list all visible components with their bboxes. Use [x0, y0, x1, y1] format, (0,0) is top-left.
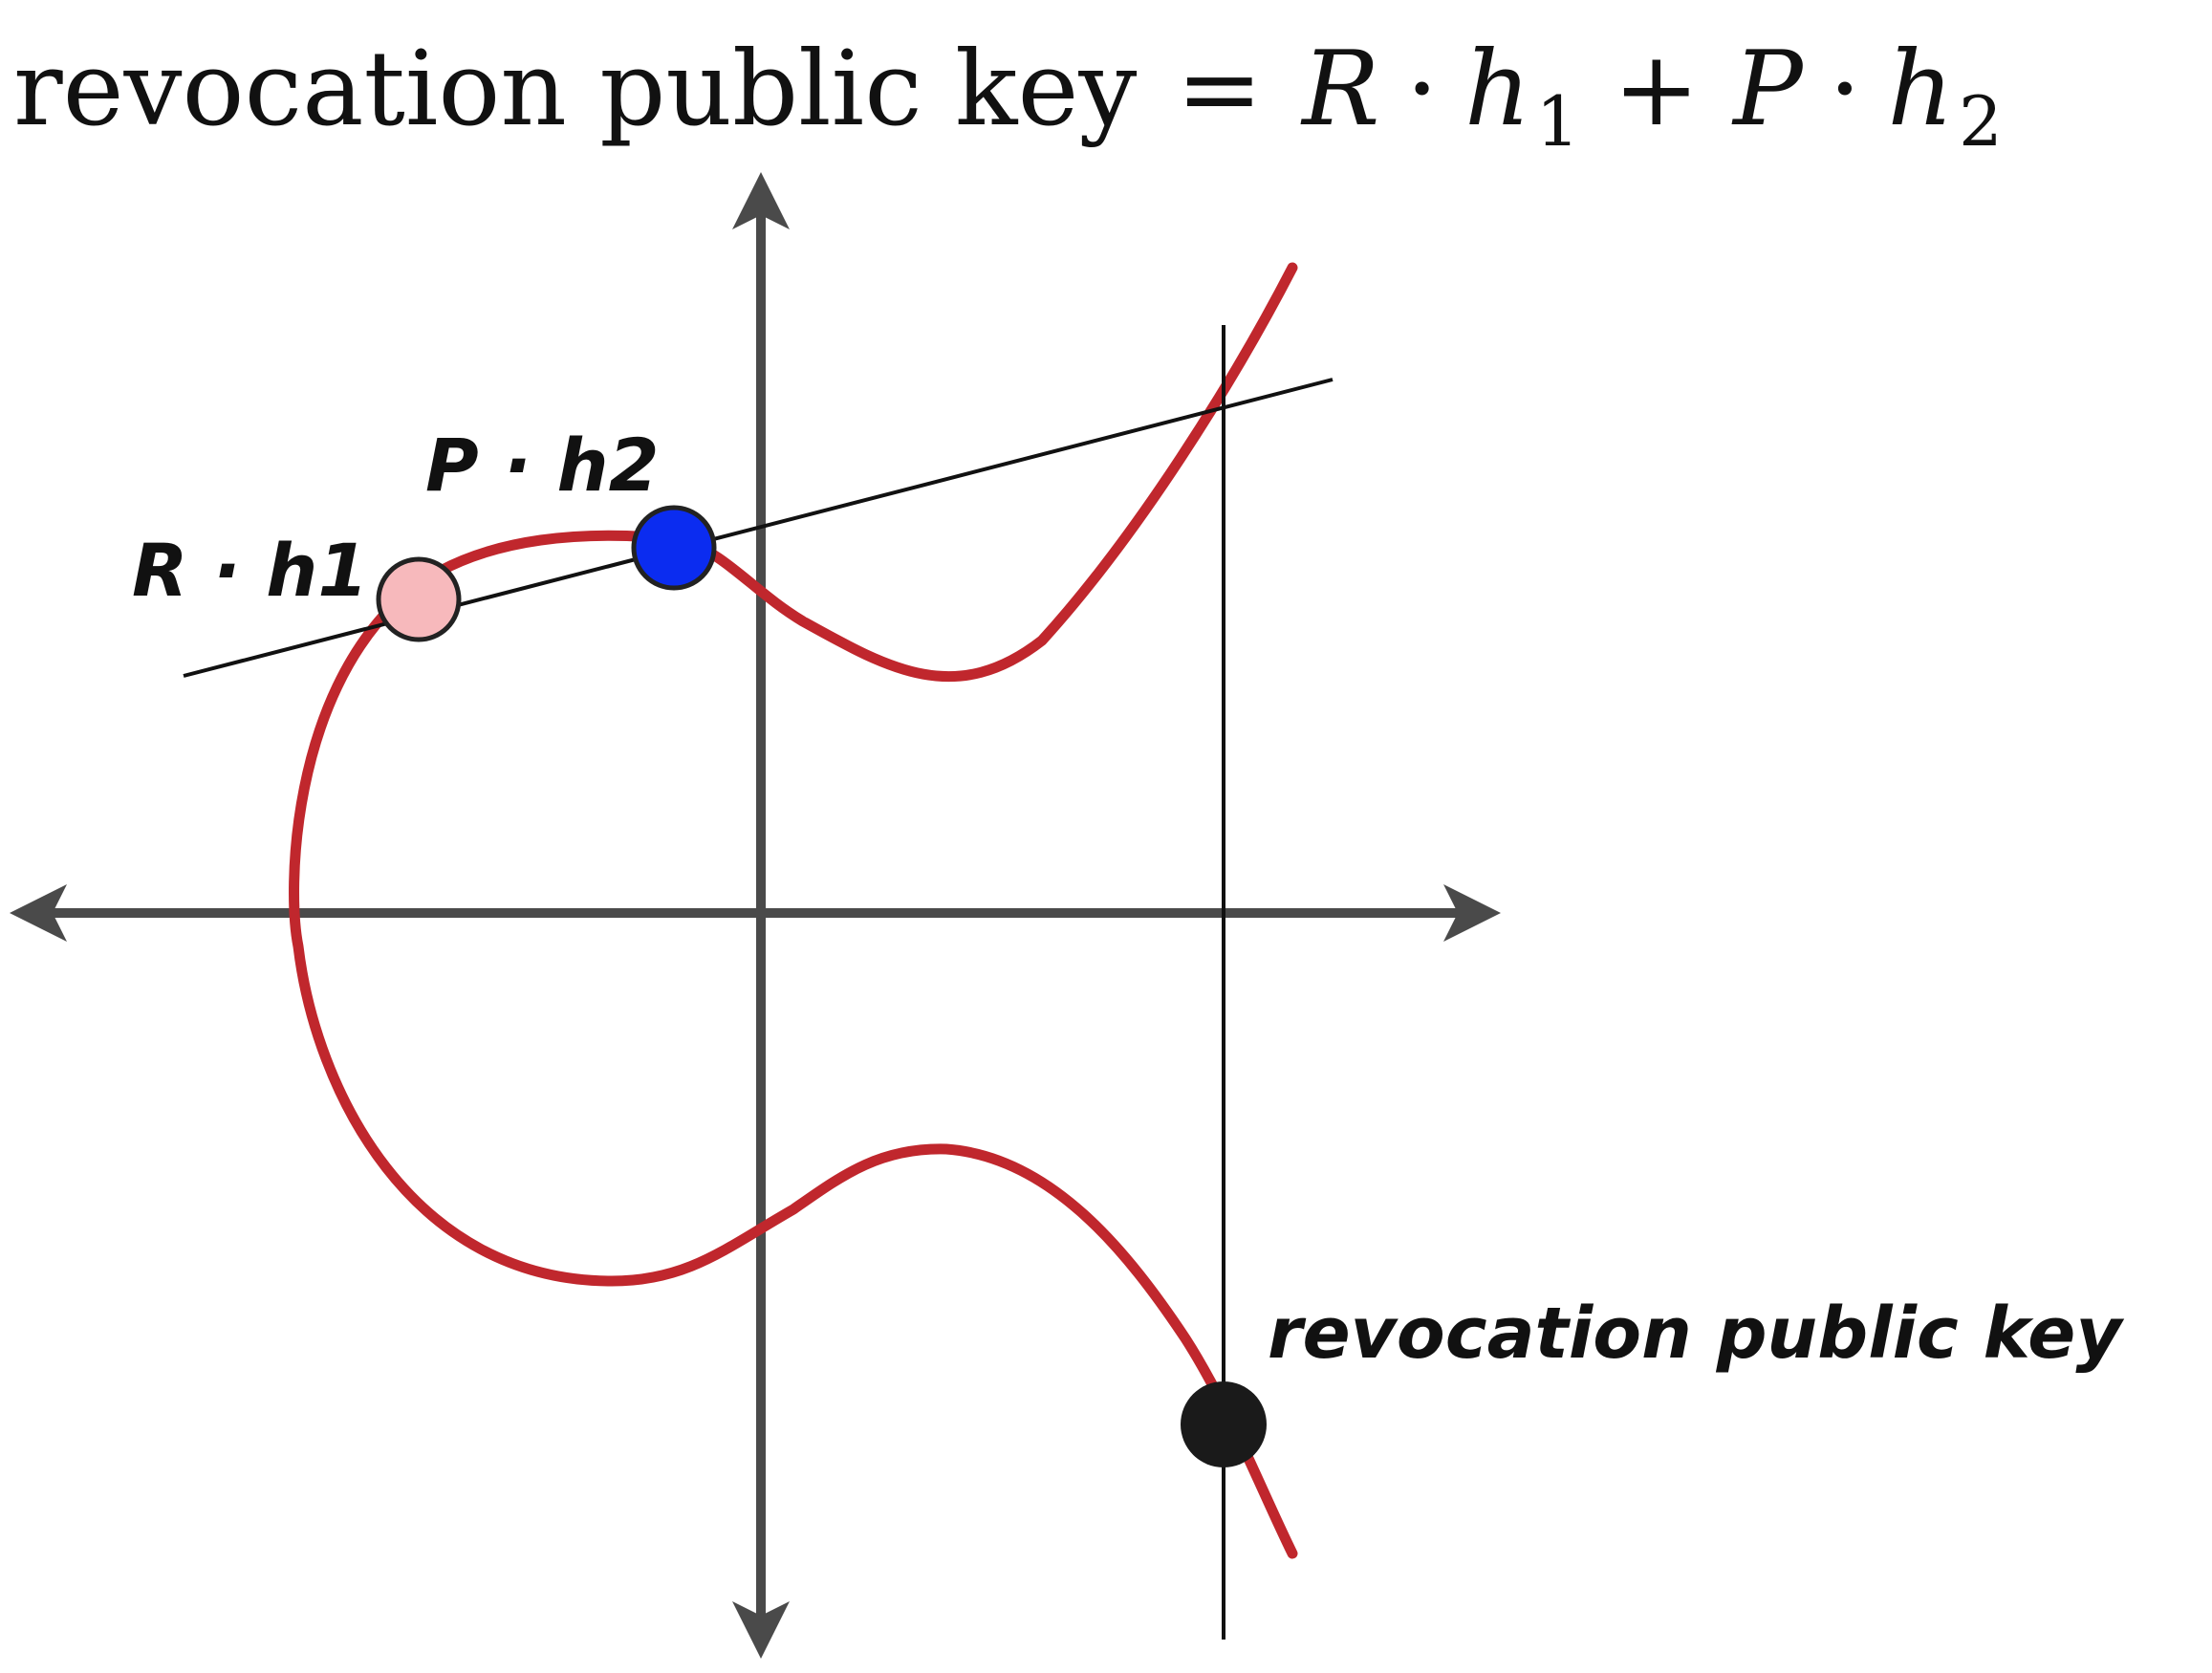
x-axis-right-arrowhead-icon	[1443, 884, 1501, 942]
y-axis-top-arrowhead-icon	[732, 172, 790, 229]
label-revocation-public-key: revocation public key	[1268, 1293, 2124, 1375]
formula-term2-h: h	[1887, 30, 1954, 149]
secant-line	[183, 378, 1334, 678]
formula-title: revocation public key = R · h 1 + P · h …	[13, 30, 2003, 162]
label-p-h2: P · h2	[425, 423, 659, 508]
formula-plus: +	[1614, 30, 1701, 149]
formula-term1-var: R	[1300, 30, 1379, 149]
x-axis-left-arrowhead-icon	[10, 884, 67, 942]
point-p-h2	[631, 505, 717, 591]
formula-term1-h: h	[1464, 30, 1531, 149]
formula-text-line: revocation public key = R · h 1 + P · h …	[13, 30, 2003, 162]
label-r-h1: R · h1	[132, 528, 368, 613]
formula-lhs: revocation public key	[13, 30, 1137, 149]
formula-term1-sub: 1	[1536, 81, 1580, 162]
formula-term2-sub: 2	[1959, 81, 2003, 162]
formula-term2-dot: ·	[1829, 30, 1861, 149]
point-revocation-public-key	[1181, 1381, 1267, 1467]
formula-term1-dot: ·	[1406, 30, 1439, 149]
formula-term2-var: P	[1731, 30, 1805, 149]
formula-equals: =	[1177, 30, 1264, 149]
elliptic-curve	[289, 262, 1298, 1559]
point-r-h1	[376, 556, 462, 642]
axes	[10, 172, 1501, 1659]
y-axis-bottom-arrowhead-icon	[732, 1601, 790, 1659]
